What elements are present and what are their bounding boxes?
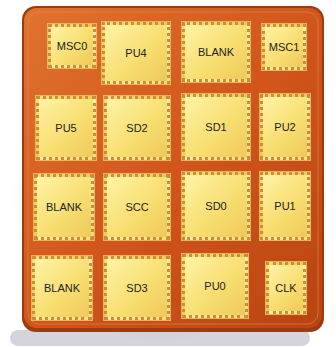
tile-label: BLANK <box>46 201 82 213</box>
die-tile: CLK <box>266 262 306 314</box>
die-tile: SD3 <box>104 256 170 320</box>
die-tile: SD0 <box>182 172 250 240</box>
tile-label: CLK <box>275 282 296 294</box>
tile-label: MSC1 <box>269 41 300 53</box>
tile-label: PU0 <box>204 280 225 292</box>
die-tile: PU4 <box>102 22 170 84</box>
die-tile: MSC0 <box>48 24 96 68</box>
tile-label: SD3 <box>126 282 147 294</box>
tile-label: BLANK <box>44 282 80 294</box>
die-tile: PU2 <box>260 94 310 160</box>
tile-label: BLANK <box>198 46 234 58</box>
tile-label: SD0 <box>205 200 226 212</box>
die-tile: MSC1 <box>262 24 306 70</box>
die-tile: SD2 <box>104 96 170 160</box>
tile-label: PU2 <box>274 121 295 133</box>
die-tile: BLANK <box>34 174 94 240</box>
tile-label: SCC <box>125 201 148 213</box>
die-tile: BLANK <box>32 256 92 320</box>
tile-label: SD2 <box>126 122 147 134</box>
die-tile: BLANK <box>182 22 250 82</box>
tile-label: PU5 <box>55 122 76 134</box>
tile-label: PU4 <box>125 47 146 59</box>
tile-label: PU1 <box>274 200 295 212</box>
die-tile: PU1 <box>260 172 310 240</box>
tile-label: SD1 <box>205 121 226 133</box>
die-tile: PU0 <box>182 254 248 318</box>
die-tile: SD1 <box>182 94 250 160</box>
die-tile: SCC <box>104 174 170 240</box>
die-tile: PU5 <box>36 96 96 160</box>
tile-label: MSC0 <box>57 40 88 52</box>
